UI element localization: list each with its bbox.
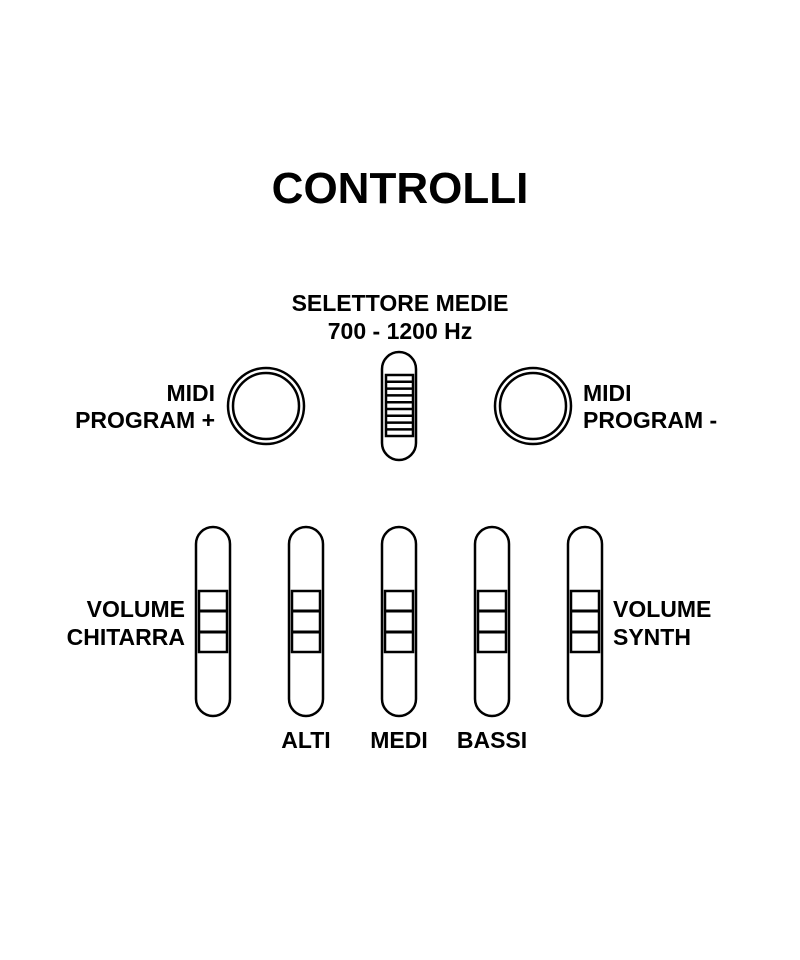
medi-slider[interactable]	[380, 525, 418, 718]
bassi-label: BASSI	[457, 727, 527, 753]
slider-knob[interactable]	[197, 589, 229, 654]
slider-knob[interactable]	[476, 589, 508, 654]
midi-program-minus-button[interactable]	[493, 366, 573, 446]
midi-minus-label-line2: PROGRAM -	[583, 407, 717, 433]
bassi-slider[interactable]	[473, 525, 511, 718]
volume-synth-label-line2: SYNTH	[613, 624, 691, 650]
volume-guitar-label-line2: CHITARRA	[67, 624, 185, 650]
medi-label: MEDI	[370, 727, 428, 753]
volume-guitar-slider[interactable]	[194, 525, 232, 718]
selector-label-line1: SELETTORE MEDIE	[292, 290, 509, 316]
midi-minus-label-line1: MIDI	[583, 380, 632, 406]
page-title: CONTROLLI	[272, 164, 529, 213]
slider-knob[interactable]	[569, 589, 601, 654]
selector-label-line2: 700 - 1200 Hz	[328, 318, 472, 344]
volume-synth-slider[interactable]	[566, 525, 604, 718]
selector-knob[interactable]	[384, 373, 415, 438]
mid-selector-switch[interactable]	[380, 350, 418, 462]
alti-label: ALTI	[281, 727, 330, 753]
slider-knob[interactable]	[383, 589, 415, 654]
midi-plus-label-line2: PROGRAM +	[75, 407, 215, 433]
slider-knob[interactable]	[290, 589, 322, 654]
midi-plus-label-line1: MIDI	[166, 380, 215, 406]
volume-guitar-label-line1: VOLUME	[87, 596, 185, 622]
volume-synth-label-line1: VOLUME	[613, 596, 711, 622]
midi-program-plus-button[interactable]	[226, 366, 306, 446]
alti-slider[interactable]	[287, 525, 325, 718]
